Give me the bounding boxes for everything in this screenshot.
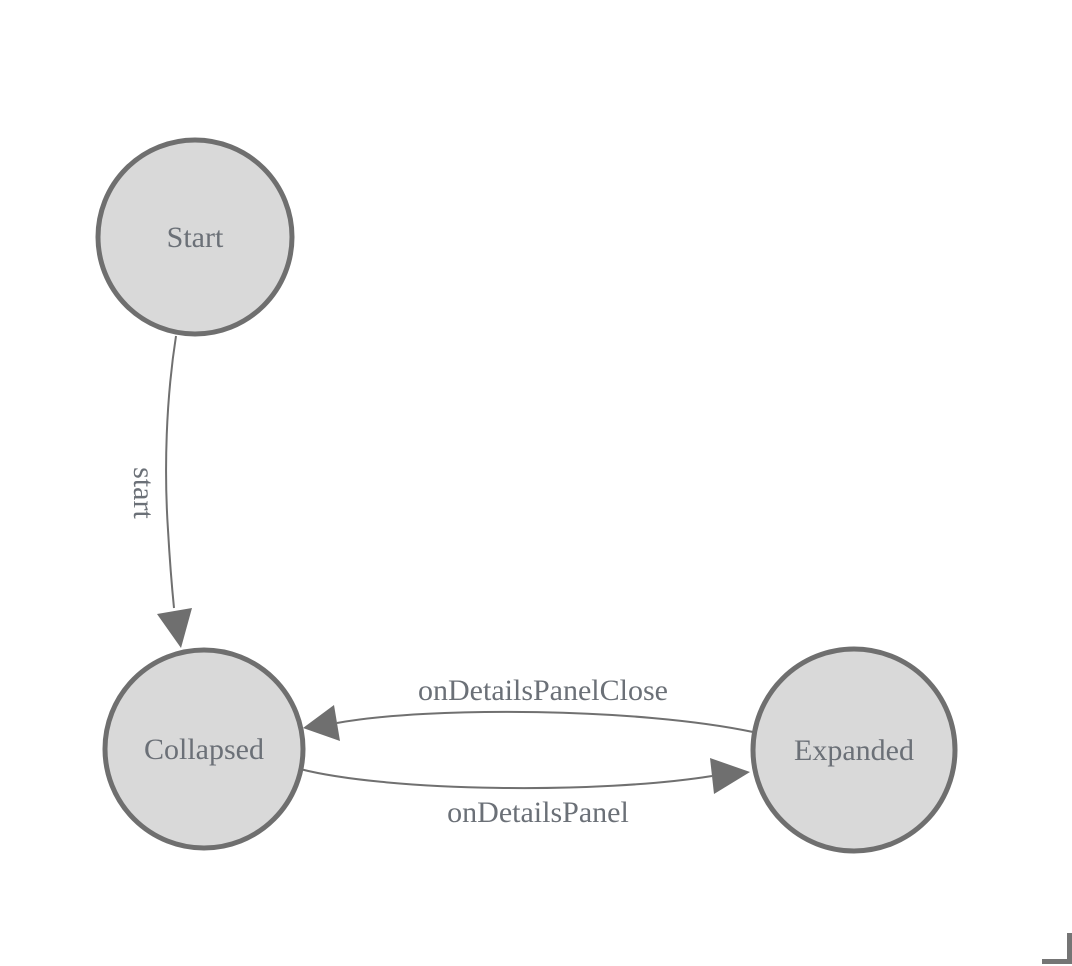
edge-label-ondetailspanelclose: onDetailsPanelClose [418,674,668,707]
state-label-start: Start [167,221,224,254]
edge-line-ondetailspanel [299,768,713,790]
edge-label-start: start [127,467,160,519]
state-node-start[interactable]: Start [95,137,295,337]
corner-vertical-bar [1067,933,1072,964]
edge-label-ondetailspanel: onDetailsPanel [447,796,629,829]
state-label-collapsed: Collapsed [144,733,264,766]
state-circle-start[interactable] [95,137,295,337]
state-label-expanded: Expanded [794,734,914,767]
arrowhead-into-expanded-left [710,758,750,794]
arrowhead-into-collapsed-top [157,608,192,648]
edge-start-to-collapsed: start [127,335,192,648]
edge-collapsed-to-expanded: onDetailsPanel [299,758,750,829]
edge-line-ondetailspanelclose [336,710,754,733]
edge-expanded-to-collapsed: onDetailsPanelClose [303,674,754,741]
state-circle-expanded[interactable] [750,646,958,854]
canvas-corner-mark [1042,933,1072,964]
arrowhead-into-collapsed-right [303,705,340,741]
corner-horizontal-bar [1042,959,1072,964]
edge-line-start [165,335,177,609]
state-circle-collapsed[interactable] [102,647,306,851]
state-node-expanded[interactable]: Expanded [750,646,958,854]
state-node-collapsed[interactable]: Collapsed [102,647,306,851]
